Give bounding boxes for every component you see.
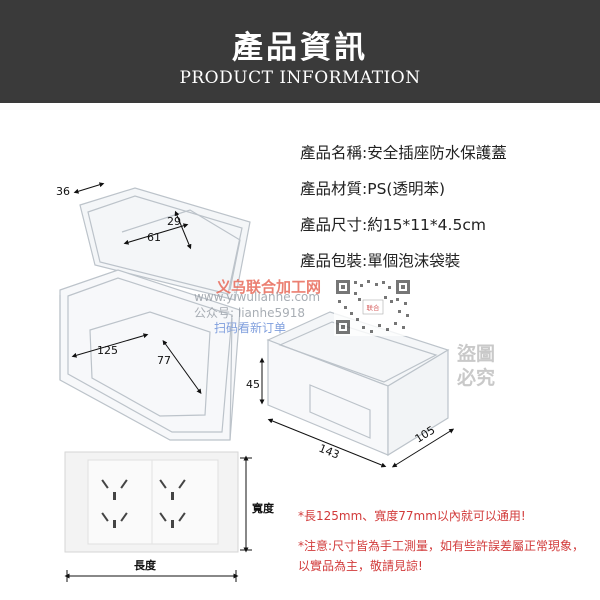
open-cover-dimensions xyxy=(71,182,202,395)
page-subtitle: PRODUCT INFORMATION xyxy=(179,68,421,88)
spec-list: 產品名稱:安全插座防水保護蓋 產品材質:PS(透明苯) 產品尺寸:約15*11*… xyxy=(300,143,595,287)
header-banner: 產品資訊 PRODUCT INFORMATION xyxy=(0,0,600,103)
dim-inner-top-width: 61 xyxy=(147,231,161,244)
open-cover-illustration xyxy=(59,187,251,441)
dim-height: 45 xyxy=(246,378,260,391)
dim-inner-width: 125 xyxy=(97,344,118,357)
page-title: 產品資訊 xyxy=(232,30,368,66)
dim-inner-top-height: 29 xyxy=(167,215,181,228)
spec-package: 產品包裝:單個泡沫袋裝 xyxy=(300,252,461,270)
spec-material: 產品材質:PS(透明苯) xyxy=(300,180,446,198)
dim-inner-height: 77 xyxy=(157,354,171,367)
outlet-width-label: 寬度 xyxy=(251,501,275,515)
outlet-dimensions xyxy=(64,455,252,582)
qr-label: 联合 xyxy=(367,303,381,312)
outlet-plate-illustration xyxy=(64,451,239,553)
outlet-length-label: 長度 xyxy=(134,558,157,572)
spec-name: 產品名稱:安全插座防水保護蓋 xyxy=(300,144,507,162)
compatibility-note: *長125mm、寬度77mm以內就可以通用! xyxy=(298,509,526,523)
closed-cover-dimensions xyxy=(259,357,455,468)
qr-code-icon: 联合 xyxy=(334,278,412,336)
dim-top-depth: 36 xyxy=(56,185,70,198)
spec-size: 產品尺寸:約15*11*4.5cm xyxy=(300,216,486,234)
dim-length: 143 xyxy=(317,442,341,462)
measurement-note: *注意:尺寸皆為手工測量，如有些許誤差屬正常現象，以實品為主，敬請見諒! xyxy=(298,539,585,573)
